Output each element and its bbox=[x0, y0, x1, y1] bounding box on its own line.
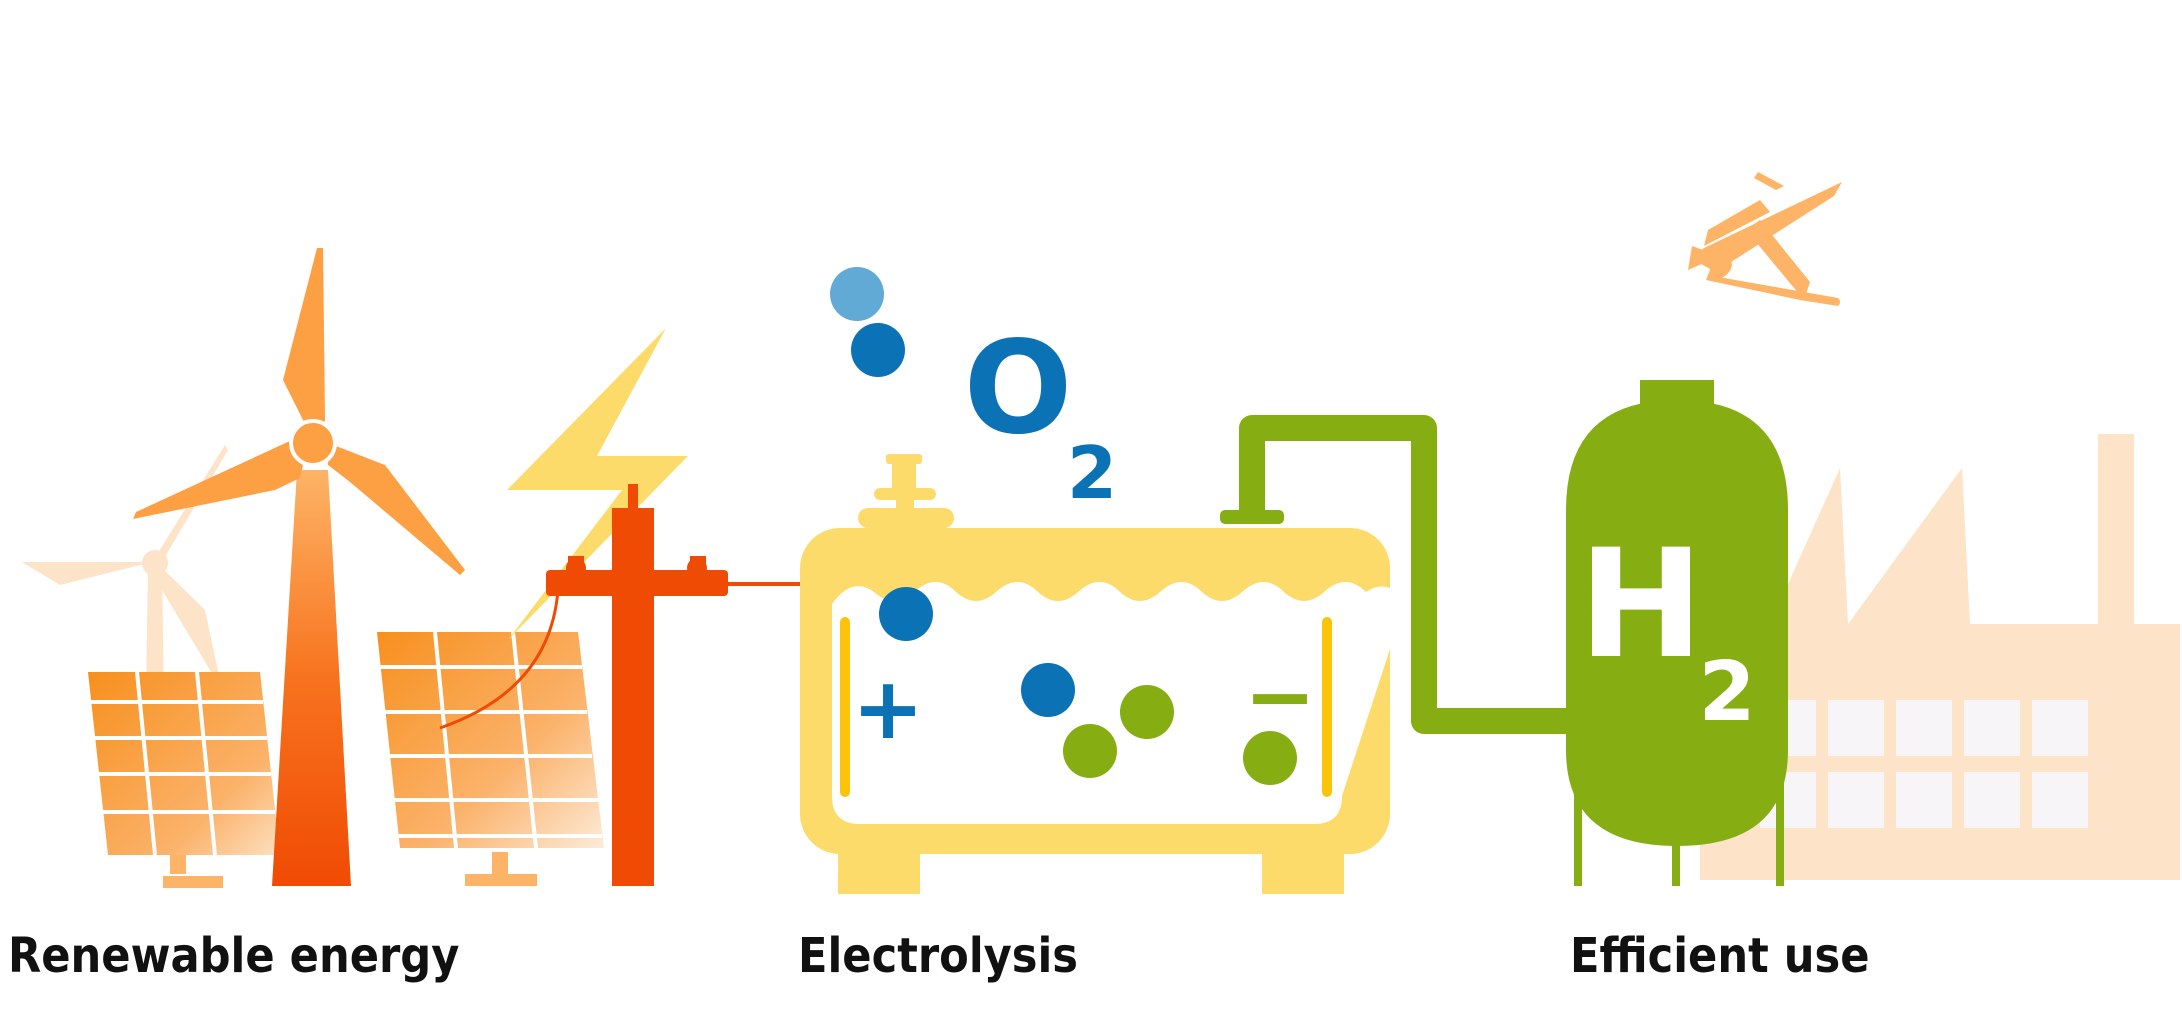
lightning-bolt-icon bbox=[507, 328, 688, 640]
plus-sign: + bbox=[852, 659, 924, 759]
oxygen-bubble bbox=[851, 323, 905, 377]
hydrogen-subscript: 2 bbox=[1698, 645, 1755, 740]
wind-turbine-icon bbox=[133, 248, 465, 886]
hydrogen-pipe-flange bbox=[1220, 510, 1284, 524]
oxygen-bubble bbox=[879, 587, 933, 641]
electrolysis-group: O 2 + − bbox=[800, 267, 1572, 894]
hydrogen-bubble bbox=[1243, 731, 1297, 785]
oxygen-formula: O bbox=[964, 314, 1073, 463]
renewable-energy-group bbox=[22, 248, 803, 888]
electrolysis-caption: Electrolysis bbox=[798, 928, 1078, 984]
anode-plate bbox=[840, 617, 850, 797]
airplane-icon bbox=[1688, 172, 1842, 306]
oxygen-subscript: 2 bbox=[1067, 431, 1117, 515]
solar-panel-icon bbox=[377, 631, 604, 886]
cathode-plate bbox=[1322, 617, 1332, 797]
hydrogen-tank-icon bbox=[1566, 380, 1788, 846]
hydrogen-tank-legs bbox=[1574, 780, 1784, 886]
tank-valve-icon bbox=[858, 454, 954, 528]
power-pole-icon bbox=[546, 484, 803, 886]
hydrogen-formula: H bbox=[1578, 518, 1704, 692]
power-cable bbox=[439, 589, 560, 730]
hydrogen-bubble bbox=[1120, 685, 1174, 739]
hydrogen-pipe bbox=[1239, 415, 1572, 734]
solar-panel-icon bbox=[88, 671, 280, 888]
oxygen-bubble bbox=[1021, 663, 1075, 717]
efficient-use-caption: Efficient use bbox=[1570, 928, 1870, 984]
minus-sign: − bbox=[1244, 647, 1316, 747]
oxygen-bubble-light bbox=[830, 267, 884, 321]
hydrogen-bubble bbox=[1063, 724, 1117, 778]
efficient-use-group: H 2 bbox=[1566, 172, 2180, 886]
renewable-energy-caption: Renewable energy bbox=[8, 928, 460, 984]
